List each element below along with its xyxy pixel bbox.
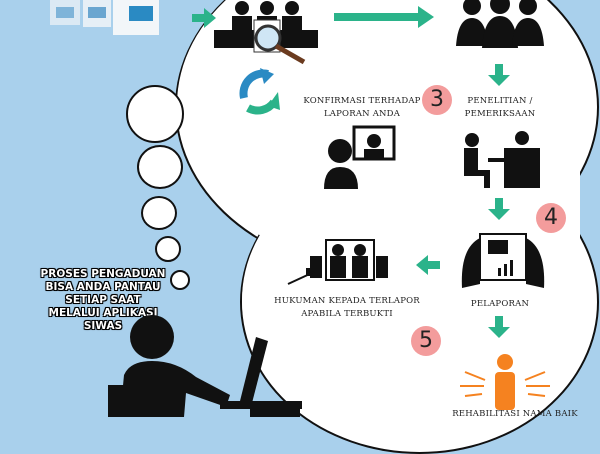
report-icon [461, 233, 545, 288]
arrow-right-icon [334, 6, 434, 28]
label-line: PENELITIAN / [467, 96, 533, 106]
meeting-review-icon [214, 1, 318, 65]
caption-line: SIWAS [83, 320, 123, 332]
arrow-down-icon [488, 64, 510, 86]
caption-line: BISA ANDA PANTAU [45, 281, 161, 293]
interview-icon [464, 131, 540, 188]
label-line: PEMERIKSAAN [464, 109, 536, 119]
label-line: HUKUMAN KEPADA TERLAPOR [274, 296, 420, 306]
label-line: PELAPORAN [470, 299, 530, 309]
person-at-laptop-icon [108, 315, 302, 417]
caption-line: PROSES PENGADUAN [40, 268, 166, 280]
arrow-down-icon [488, 316, 510, 338]
thought-bubble [141, 196, 177, 230]
step-number-badge: 4 [536, 203, 566, 233]
refresh-icon [239, 68, 280, 115]
step-rehab-label: REHABILITASI NAMA BAIK [430, 408, 600, 421]
label-line: LAPORAN ANDA [323, 109, 401, 119]
label-line: APABILA TERBUKTI [301, 309, 393, 319]
arrow-right-icon [192, 8, 216, 28]
person-highlight-icon [460, 354, 550, 410]
step-number-badge: 3 [422, 85, 452, 115]
caption-line: MELALUI APLIKASI [48, 307, 158, 319]
caption-line: SETIAP SAAT [65, 294, 141, 306]
thought-bubble [170, 270, 190, 290]
step-confirm-label: KONFIRMASI TERHADAP LAPORAN ANDA [296, 95, 428, 121]
arrow-left-icon [416, 255, 440, 275]
step-report-label: PELAPORAN [470, 298, 530, 311]
judgement-icon [287, 239, 388, 285]
step-punish-label: HUKUMAN KEPADA TERLAPOR APABILA TERBUKTI [272, 295, 422, 321]
label-line: KONFIRMASI TERHADAP [303, 96, 421, 106]
email-icon [83, 0, 111, 27]
thought-bubble [155, 236, 181, 262]
video-call-icon [324, 125, 396, 189]
side-caption: PROSES PENGADUAN BISA ANDA PANTAU SETIAP… [8, 268, 198, 333]
team-icon [456, 0, 544, 48]
step-research-label: PENELITIAN / PEMERIKSAAN [455, 95, 545, 121]
label-line: REHABILITASI NAMA BAIK [452, 409, 578, 419]
email-icon [50, 0, 80, 25]
thought-bubble [126, 85, 184, 143]
thought-bubble [137, 145, 183, 189]
arrow-down-icon [488, 198, 510, 220]
email-icon [113, 0, 159, 35]
step-number-badge: 5 [411, 326, 441, 356]
